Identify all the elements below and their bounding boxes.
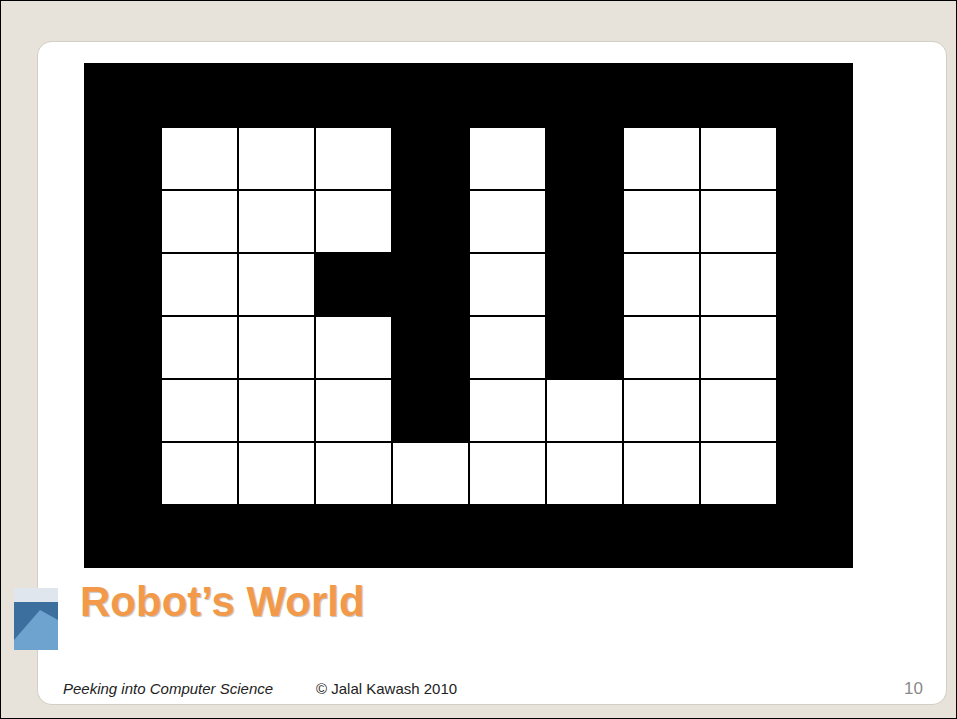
grid-cell — [162, 128, 238, 190]
grid-cell — [470, 191, 546, 253]
slide-title: Robot’s World — [80, 581, 365, 623]
grid-cell — [701, 128, 777, 190]
grid-cell — [316, 128, 392, 190]
grid-cell — [162, 380, 238, 442]
grid-cell — [470, 128, 546, 190]
page-number: 10 — [904, 680, 923, 697]
grid-cell — [162, 191, 238, 253]
copyright-text: © Jalal Kawash 2010 — [316, 681, 457, 696]
grid-cell — [316, 380, 392, 442]
grid-cell — [547, 443, 623, 505]
grid-cell — [470, 254, 546, 316]
wall-border — [84, 63, 853, 568]
grid-cell — [470, 443, 546, 505]
grid-cell — [316, 191, 392, 253]
grid-cell — [547, 380, 623, 442]
book-icon — [14, 588, 58, 650]
grid-cell — [624, 317, 700, 379]
grid-cell — [624, 443, 700, 505]
grid-cell — [701, 443, 777, 505]
grid-cell — [470, 380, 546, 442]
grid-cell — [239, 128, 315, 190]
grid-cell — [701, 191, 777, 253]
grid-cell — [624, 128, 700, 190]
footer-text: Peeking into Computer Science — [63, 681, 273, 696]
grid-cell — [239, 191, 315, 253]
grid-cell — [470, 317, 546, 379]
grid-cell — [624, 254, 700, 316]
grid-cell — [162, 254, 238, 316]
grid-cell — [162, 317, 238, 379]
grid-cell — [701, 380, 777, 442]
book-icon-art — [14, 610, 58, 650]
grid-cell — [393, 443, 469, 505]
book-icon-band — [14, 588, 58, 602]
grid-cell — [239, 443, 315, 505]
grid-cell — [316, 317, 392, 379]
grid-cell — [239, 254, 315, 316]
grid-cell — [162, 443, 238, 505]
grid-cell — [316, 443, 392, 505]
grid-cell — [239, 380, 315, 442]
grid-cell — [701, 317, 777, 379]
grid-cell — [624, 380, 700, 442]
grid-cell — [239, 317, 315, 379]
grid-cell — [701, 254, 777, 316]
grid-cell — [624, 191, 700, 253]
